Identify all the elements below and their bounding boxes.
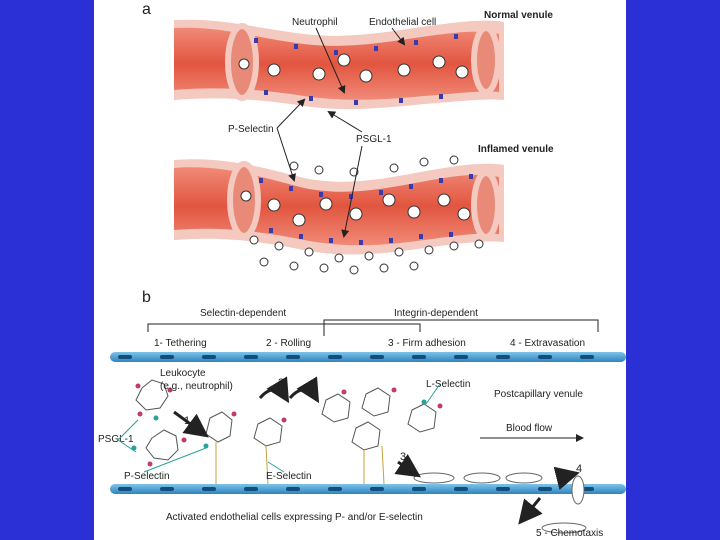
- label-leukocyte-example: (e.g., neutrophil): [160, 381, 233, 392]
- label-integrin-dependent: Integrin-dependent: [394, 308, 478, 319]
- label-psgl1-a: PSGL-1: [356, 134, 392, 145]
- panel-a-letter: a: [142, 1, 151, 18]
- normal-venule-neutrophils: [238, 53, 469, 83]
- panel-b-extravasating-cells: [413, 472, 587, 534]
- label-p-selectin-a: P-Selectin: [228, 124, 274, 135]
- phase-brackets: [147, 319, 599, 336]
- step-number-2: 2: [278, 377, 284, 389]
- label-e-selectin: E-Selectin: [266, 471, 312, 482]
- step-4-extravasation: 4 - Extravasation: [510, 338, 585, 349]
- panel-b-tethers: [215, 442, 385, 485]
- inflamed-venule-p-selectin-dots: [259, 174, 473, 245]
- label-blood-flow: Blood flow: [506, 423, 553, 434]
- panel-b-selectin-dots: [131, 383, 443, 467]
- figure-panel: a: [94, 0, 626, 540]
- leukocyte-recruitment-diagram: a: [98, 1, 626, 539]
- label-postcapillary-venule: Postcapillary venule: [494, 389, 583, 400]
- step-3-firm-adhesion: 3 - Firm adhesion: [388, 338, 466, 349]
- step-1-tethering: 1- Tethering: [154, 338, 207, 349]
- step-2-rolling: 2 - Rolling: [266, 338, 311, 349]
- panel-b-leukocytes: [135, 379, 437, 461]
- label-activated-endothelial: Activated endothelial cells expressing P…: [166, 512, 423, 523]
- inflamed-venule-neutrophils: [240, 155, 484, 275]
- normal-venule: [174, 19, 504, 110]
- top-endothelium: [110, 352, 626, 362]
- step-number-4: 4: [576, 463, 582, 475]
- label-neutrophil: Neutrophil: [292, 17, 338, 28]
- bottom-endothelium: [110, 484, 626, 494]
- label-l-selectin: L-Selectin: [426, 379, 470, 390]
- label-p-selectin-b: P-Selectin: [124, 471, 170, 482]
- label-leukocyte: Leukocyte: [160, 368, 206, 379]
- label-chemotaxis: 5 - Chemotaxis: [536, 528, 603, 539]
- panel-b-arrows: [173, 376, 580, 525]
- panel-a-leader-lines: [276, 27, 406, 238]
- normal-venule-p-selectin-dots: [254, 34, 458, 105]
- label-selectin-dependent: Selectin-dependent: [200, 308, 286, 319]
- step-number-1: 1: [184, 415, 190, 427]
- inflamed-venule: [174, 159, 504, 255]
- panel-b-letter: b: [142, 289, 151, 306]
- panel-b-leader-lines: [117, 383, 441, 473]
- step-number-3: 3: [400, 451, 406, 463]
- label-normal-venule: Normal venule: [484, 10, 553, 21]
- label-psgl1-b: PSGL-1: [98, 434, 134, 445]
- label-endothelial-cell: Endothelial cell: [369, 17, 436, 28]
- label-inflamed-venule: Inflamed venule: [478, 144, 554, 155]
